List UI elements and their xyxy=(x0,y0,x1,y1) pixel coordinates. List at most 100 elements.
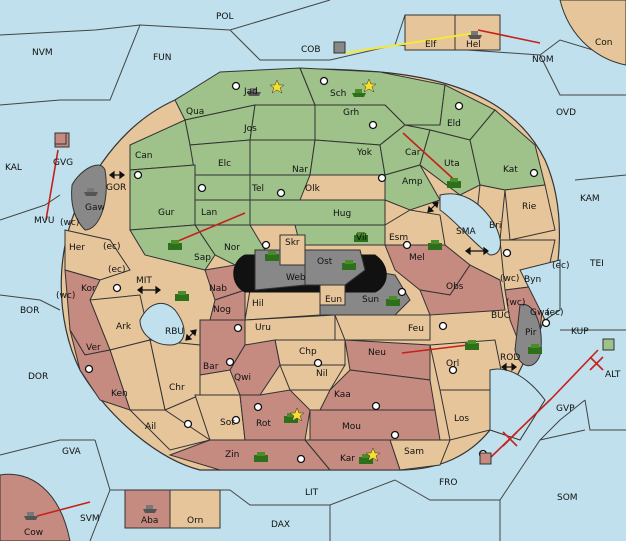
army-icon xyxy=(175,291,189,301)
supply-center-icon xyxy=(183,419,193,429)
label-cow: Cow xyxy=(24,528,43,538)
label-coast: (ec) xyxy=(103,242,121,252)
army-icon xyxy=(479,452,492,465)
label-sch: Sch xyxy=(330,89,346,99)
inner-sea xyxy=(139,302,185,346)
label-grh: Grh xyxy=(343,108,359,118)
label-ovd: OVD xyxy=(556,108,576,118)
order-arrows xyxy=(36,29,604,517)
label-jad: Jad xyxy=(243,87,258,97)
fleet-icon xyxy=(247,88,261,96)
label-hil: Hil xyxy=(252,299,264,309)
supply-center-icon xyxy=(502,248,512,258)
label-buc: BUC xyxy=(491,311,510,321)
star-icon xyxy=(361,78,377,93)
army-icon xyxy=(386,296,400,306)
supply-center-icon xyxy=(390,430,400,440)
label-hel: Hel xyxy=(466,40,481,50)
supply-centers xyxy=(84,76,551,464)
label-ken: Ken xyxy=(111,389,128,399)
supply-center-icon xyxy=(454,101,464,111)
label-chp: Chp xyxy=(299,347,317,357)
red-regions xyxy=(0,244,546,541)
passage-arrows xyxy=(109,170,517,372)
tan-regions xyxy=(64,14,556,529)
label-elc: Elc xyxy=(218,159,231,169)
label-chr: Chr xyxy=(169,383,185,393)
army-icon xyxy=(284,413,298,423)
label-pol: POL xyxy=(216,12,234,22)
label-gvp: GVP xyxy=(556,404,575,414)
label-los: Los xyxy=(454,414,469,424)
army-icon xyxy=(342,260,356,270)
label-nar: Nar xyxy=(292,165,308,175)
army-icon xyxy=(168,240,182,250)
label-car: Car xyxy=(405,148,421,158)
label-kal: KAL xyxy=(5,163,22,173)
label-eld: Eld xyxy=(447,119,461,129)
label-olk: Olk xyxy=(305,184,321,194)
fleet-icon xyxy=(24,512,38,520)
fleet-icon xyxy=(352,89,366,97)
army-icon xyxy=(265,251,279,261)
label-orl: Orl xyxy=(446,359,459,369)
label-kaa: Kaa xyxy=(334,390,351,400)
star-icon xyxy=(289,407,305,422)
label-nom: NOM xyxy=(532,55,554,65)
supply-center-icon xyxy=(197,183,207,193)
label-bor: BOR xyxy=(20,306,39,316)
label-her: Her xyxy=(69,243,85,253)
supply-center-icon xyxy=(112,283,122,293)
label-coast: (wc) xyxy=(506,298,525,308)
label-cob: COB xyxy=(301,45,321,55)
label-pir: Pir xyxy=(525,328,537,338)
label-bar: Bar xyxy=(203,362,219,372)
label-gvg: GVG xyxy=(53,158,73,168)
supply-center-icon xyxy=(261,240,271,250)
supply-center-icon xyxy=(319,76,329,86)
label-sma: SMA xyxy=(456,227,476,237)
label-coast: (ec) xyxy=(552,261,570,271)
label-coast: (wc) xyxy=(60,218,79,228)
supply-center-icon xyxy=(397,287,407,297)
label-lit: LIT xyxy=(305,488,319,498)
label-skr: Skr xyxy=(285,238,300,248)
label-orn: Orn xyxy=(187,516,203,526)
label-gwa: Gwa xyxy=(530,308,550,318)
army-icon xyxy=(428,240,442,250)
army-icon xyxy=(254,452,268,462)
label-zin: Zin xyxy=(225,450,239,460)
supply-center-icon xyxy=(253,402,263,412)
label-som: SOM xyxy=(557,493,578,503)
army-icon xyxy=(54,132,67,145)
label-uta: Uta xyxy=(444,159,460,169)
supply-center-icon xyxy=(225,357,235,367)
label-tei: TEI xyxy=(589,259,604,269)
label-esm: Esm xyxy=(389,233,408,243)
supply-center-icon xyxy=(377,173,387,183)
label-kor: Kor xyxy=(81,284,96,294)
label-gor: GOR xyxy=(106,183,126,193)
label-fro: FRO xyxy=(439,478,458,488)
label-sap: Sap xyxy=(194,253,211,263)
label-svm: SVM xyxy=(80,514,100,524)
supply-center-icon xyxy=(368,120,378,130)
label-tel: Tel xyxy=(251,184,264,194)
label-rot: Rot xyxy=(256,419,271,429)
region-con xyxy=(559,0,626,66)
label-obs: Obs xyxy=(446,282,464,292)
fleet-icon xyxy=(143,505,157,513)
label-coast: (ec) xyxy=(108,265,126,275)
army-icon xyxy=(528,344,542,354)
label-qua: Qua xyxy=(186,107,204,117)
label-qwi: Qwi xyxy=(234,373,251,383)
label-kup: KUP xyxy=(571,327,589,337)
label-kar: Kar xyxy=(340,454,355,464)
army-icon xyxy=(333,41,346,54)
supply-center-icon xyxy=(231,415,241,425)
units xyxy=(24,31,615,520)
label-feu: Feu xyxy=(408,324,424,334)
